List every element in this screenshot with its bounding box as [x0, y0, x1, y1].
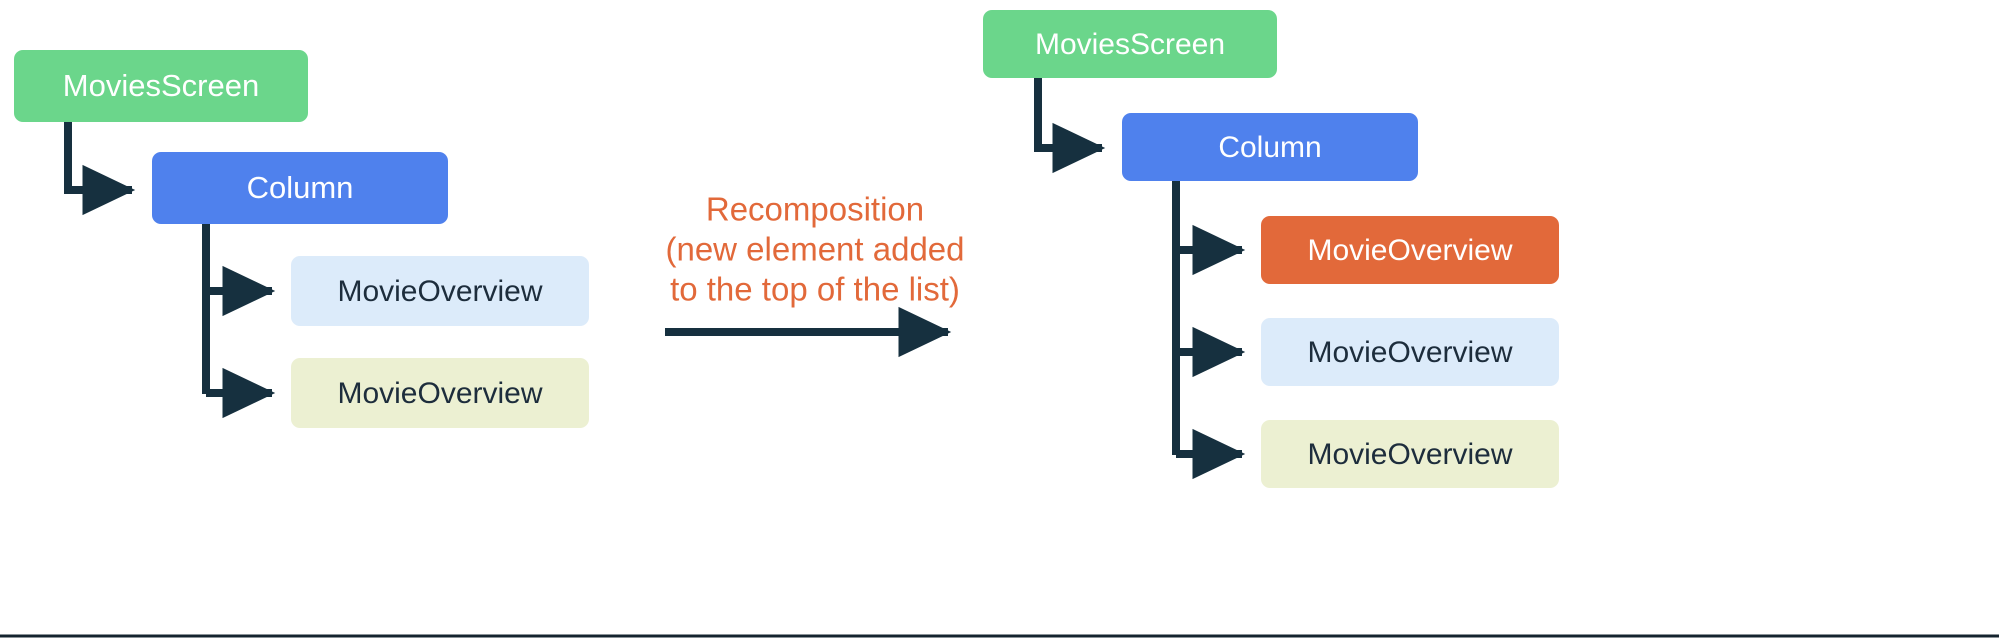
connector-moviesscreen-to-column	[64, 122, 136, 216]
node-after-movies-screen[interactable]: MoviesScreen	[983, 10, 1277, 78]
node-before-movie-overview-1[interactable]: MovieOverview	[291, 256, 589, 326]
node-after-column[interactable]: Column	[1122, 113, 1418, 181]
caption-line-3: to the top of the list)	[670, 271, 960, 308]
node-label: Column	[1218, 131, 1321, 164]
node-before-movie-overview-2[interactable]: MovieOverview	[291, 358, 589, 428]
node-label: MovieOverview	[337, 275, 542, 308]
node-label: MovieOverview	[1307, 438, 1512, 471]
node-label: MovieOverview	[337, 377, 542, 410]
node-label: MoviesScreen	[63, 68, 259, 103]
connector-column-to-overviews	[202, 224, 276, 419]
node-label: Column	[247, 170, 354, 205]
after-tree: MoviesScreen Column MovieOverview MovieO…	[983, 10, 1559, 488]
node-label: MoviesScreen	[1035, 28, 1225, 61]
node-box	[14, 50, 308, 122]
node-box	[1261, 420, 1559, 488]
node-box	[1122, 113, 1418, 181]
caption-line-1: Recomposition	[706, 191, 924, 228]
node-after-movie-overview-new[interactable]: MovieOverview	[1261, 216, 1559, 284]
node-box	[1261, 216, 1559, 284]
connector-column-to-overviews	[1172, 181, 1246, 480]
node-after-movie-overview-1[interactable]: MovieOverview	[1261, 318, 1559, 386]
before-tree: MoviesScreen Column MovieOverview MovieO…	[14, 50, 589, 428]
connector-moviesscreen-to-column	[1034, 78, 1106, 174]
node-label: MovieOverview	[1307, 336, 1512, 369]
node-box	[291, 358, 589, 428]
node-label: MovieOverview	[1307, 234, 1512, 267]
node-before-movies-screen[interactable]: MoviesScreen	[14, 50, 308, 122]
node-box	[152, 152, 448, 224]
transition-group: Recomposition (new element added to the …	[665, 191, 965, 358]
node-after-movie-overview-2[interactable]: MovieOverview	[1261, 420, 1559, 488]
caption-line-2: (new element added	[665, 231, 964, 268]
node-box	[983, 10, 1277, 78]
node-box	[1261, 318, 1559, 386]
node-box	[291, 256, 589, 326]
node-before-column[interactable]: Column	[152, 152, 448, 224]
